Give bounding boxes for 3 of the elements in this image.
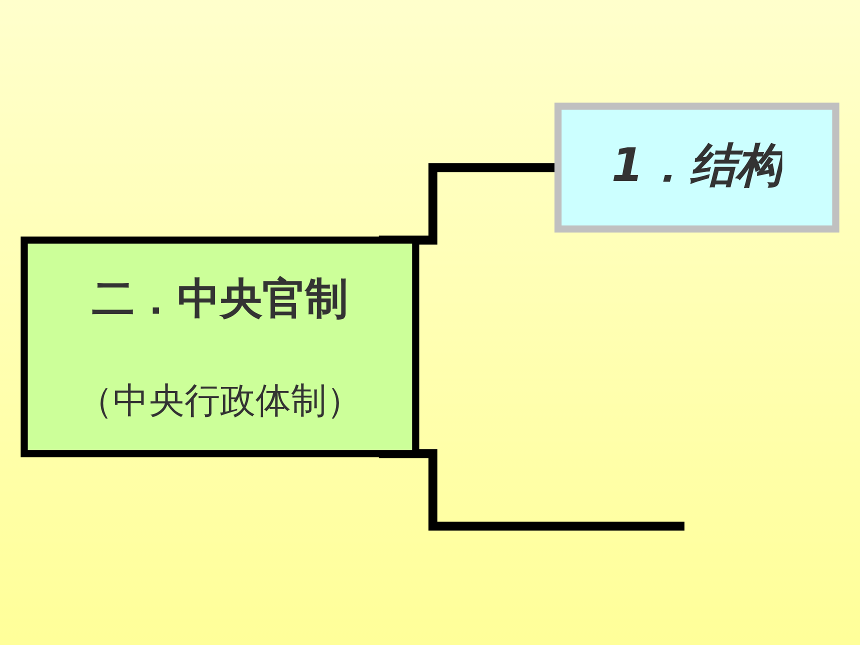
connector bbox=[378, 449, 684, 531]
node-box: 1．结构 bbox=[554, 102, 840, 233]
node-box: 二．中央官制 （中央行政体制） bbox=[20, 236, 420, 458]
